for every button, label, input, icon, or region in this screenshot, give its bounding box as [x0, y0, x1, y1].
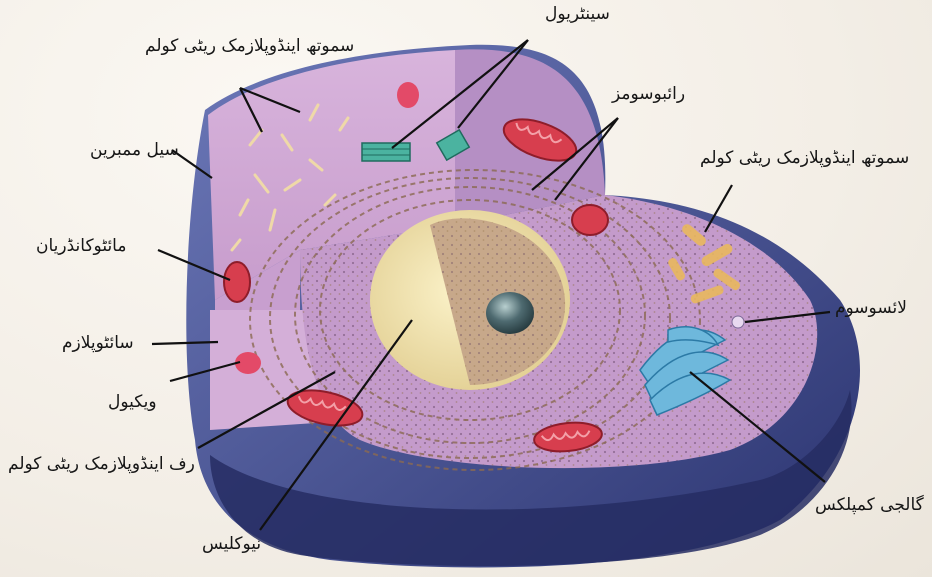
label-smooth-er-top: سموتھ اینڈوپلازمک ریٹی کولم: [145, 38, 354, 55]
label-vacuole: ویکیول: [108, 394, 157, 411]
label-mitochondria: مائٹوکانڈریان: [36, 238, 126, 255]
label-centriole: سینٹریول: [545, 6, 610, 23]
label-lysosome: لائسوسوم: [835, 300, 907, 317]
mitochondrion-left: [224, 262, 250, 302]
label-cell-membrane: سیل ممبرین: [90, 142, 179, 159]
label-ribosomes: رائبوسومز: [612, 86, 685, 103]
label-nucleus: نیوکلیس: [202, 536, 261, 553]
lysosome: [732, 316, 744, 328]
label-smooth-er-right: سموتھ اینڈوپلازمک ریٹی کولم: [700, 150, 909, 167]
label-rough-er: رف اینڈوپلازمک ریٹی کولم: [8, 456, 195, 473]
label-golgi: گالجی کمپلکس: [815, 497, 924, 514]
mitochondrion-small: [572, 205, 608, 235]
centriole-a: [362, 143, 410, 161]
vacuole-top: [397, 82, 419, 108]
nucleolus: [486, 292, 534, 334]
label-cytoplasm: سائٹوپلازم: [62, 335, 134, 352]
